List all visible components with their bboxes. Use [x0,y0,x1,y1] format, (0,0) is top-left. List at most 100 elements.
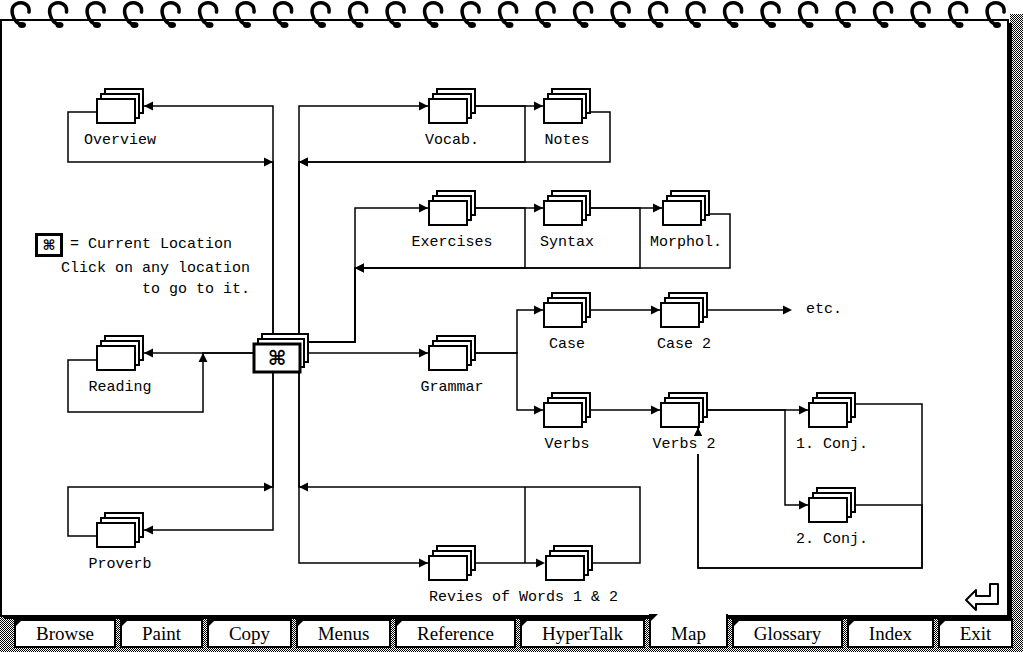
arrow-head [299,483,308,492]
tab-label: Reference [417,621,494,646]
tab-bar-ground [0,617,1023,652]
flow-arrow [694,404,923,568]
arrow-head [264,483,273,492]
arrow-head [299,158,308,167]
card [663,201,701,225]
arrow-head [144,102,153,111]
tab-notch [14,619,23,628]
flow-arrow [299,373,640,563]
spiral-binding [12,3,1004,28]
flow-arrow [68,353,253,412]
nav-tab: Glossary [732,619,843,648]
tab-label: Map [671,621,706,646]
connector-line [299,106,428,333]
flow-arrow [309,349,428,358]
flow-arrow [476,353,543,415]
card-stack: Syntax [543,190,591,226]
card-stack: 1. Conj. [808,392,856,428]
card [97,523,135,547]
flow-arrow [68,112,273,333]
stack-icon [96,335,144,371]
flow-arrow [309,208,640,342]
tab-notch [120,619,129,628]
flow-arrow [309,204,428,343]
card-stack: Exercises [428,190,476,226]
stack-icon [428,88,476,124]
card-stack: Overview [96,88,144,124]
card-stack: Case [543,292,591,328]
nav-tab: Paint [120,619,203,648]
stack-label: Case 2 [656,336,712,354]
card [429,99,467,123]
tab-notch [520,619,529,628]
arrow-head [534,204,543,213]
arrow-head [534,406,543,415]
connector-line [591,309,660,311]
flow-arrow [299,373,428,568]
connector-line [144,373,273,530]
arrow-head [355,264,364,273]
arrow-head [264,158,273,167]
card-stack-pair: Revies of Words 1 & 2 [428,545,593,581]
stack-label: Grammar [419,379,484,397]
flow-arrow [144,373,273,535]
tab-label: Paint [142,621,181,646]
connector-line [309,208,640,342]
connector-line [68,373,273,536]
stack-icon [808,392,856,428]
arrow-head [144,526,153,535]
card [661,303,699,327]
stack-icon [428,335,476,371]
card [544,201,582,225]
arrow-head [419,559,428,568]
continuation-label: etc. [806,301,842,319]
stack-icon [808,487,856,523]
continuation-arrow [708,306,792,315]
nav-tab: Browse [14,619,116,648]
connector-line [299,106,525,333]
connector-line [476,310,543,353]
card-stack: Grammar [428,335,476,371]
flow-arrow [708,410,808,510]
card [97,346,135,370]
stack-icon [660,392,708,428]
card-stack: Case 2 [660,292,708,328]
card [661,403,699,427]
stack-icon [543,292,591,328]
stack-label: Proverb [87,556,152,574]
arrow-head [534,306,543,315]
arrow-head [419,349,428,358]
card [429,556,467,580]
flow-arrow [476,306,543,354]
stack-label: Verbs 2 [651,436,716,454]
tab-label: HyperTalk [542,621,623,646]
connector-line [309,208,428,342]
nav-tab: Reference [395,619,516,648]
stack-icon [543,392,591,428]
card [544,303,582,327]
stack-label: Notes [543,132,590,150]
connector-line [591,409,660,411]
connector-line [299,112,610,333]
page-sheet [1,20,1008,616]
stack-icon [96,88,144,124]
card-stack: Vocab. [428,88,476,124]
flow-arrow [299,112,610,333]
stack-label: Revies of Words 1 & 2 [428,589,619,607]
stack-link [476,487,545,568]
card [809,403,847,427]
stack-label: Verbs [543,436,590,454]
card [429,201,467,225]
connector-line [309,352,428,354]
stack-icon [662,190,710,226]
flow-arrow [309,208,525,342]
arrow-head [299,158,308,167]
tab-notch [296,619,305,628]
stack-icon [428,545,593,581]
tab-notch [649,614,658,623]
flow-arrow [694,428,923,568]
connector-line [476,353,543,410]
